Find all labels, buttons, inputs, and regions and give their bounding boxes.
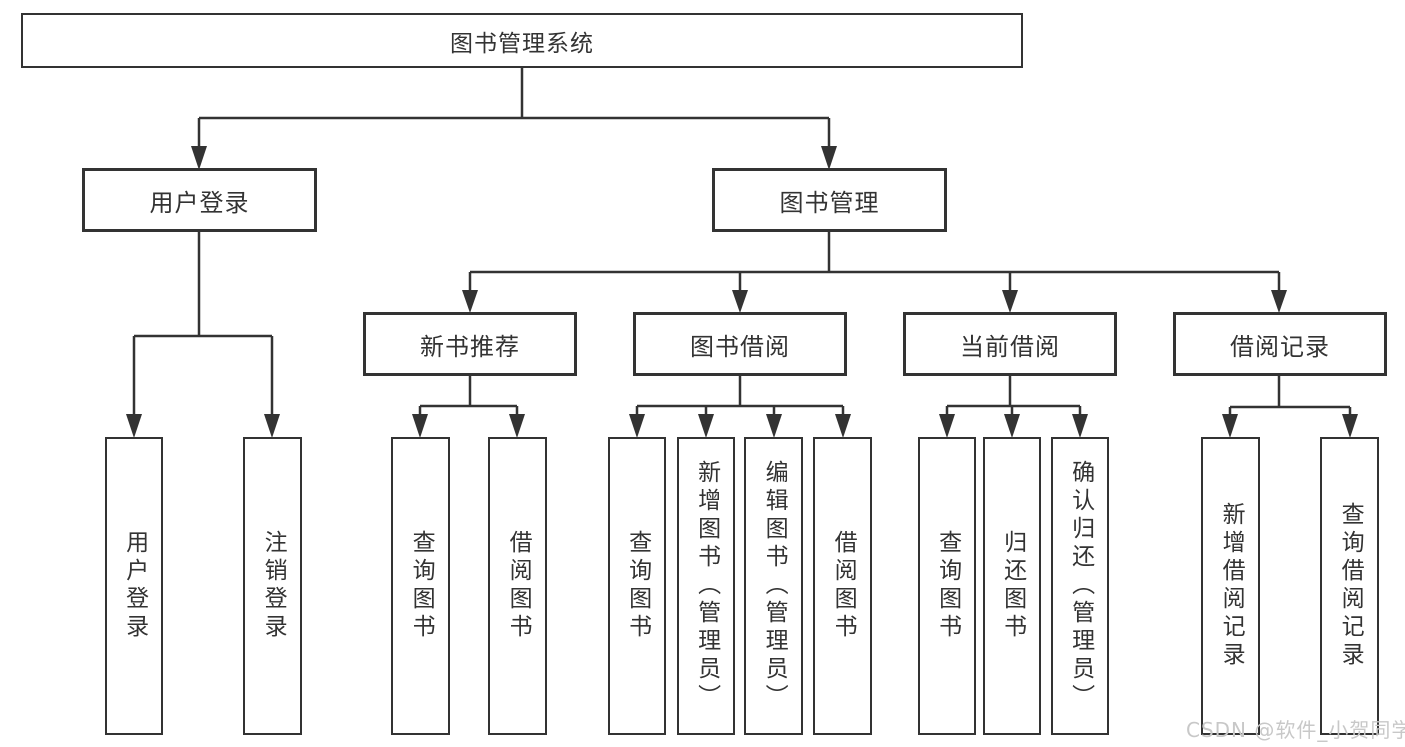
leaf-query-books-3: 查询图书 xyxy=(918,437,976,735)
node-new-book-recommend-label: 新书推荐 xyxy=(420,332,520,361)
node-borrow-records-label: 借阅记录 xyxy=(1230,332,1330,361)
connector-paths xyxy=(132,68,1352,421)
arrowheads xyxy=(126,146,1358,438)
leaf-edit-book-admin: 编辑图书（管理员） xyxy=(744,437,803,735)
leaf-query-borrow-record-label: 查询借阅记录 xyxy=(1337,502,1364,670)
node-current-borrow: 当前借阅 xyxy=(903,312,1117,376)
node-book-borrow-label: 图书借阅 xyxy=(690,332,790,361)
leaf-add-borrow-record: 新增借阅记录 xyxy=(1201,437,1260,735)
leaf-borrow-books-2: 借阅图书 xyxy=(813,437,872,735)
leaf-borrow-books-1-label: 借阅图书 xyxy=(505,530,532,642)
leaf-user-login: 用户登录 xyxy=(105,437,163,735)
node-book-management: 图书管理 xyxy=(712,168,947,232)
leaf-add-book-admin: 新增图书（管理员） xyxy=(677,437,735,735)
leaf-add-borrow-record-label: 新增借阅记录 xyxy=(1218,502,1245,670)
leaf-borrow-books-2-label: 借阅图书 xyxy=(830,530,857,642)
node-user-login-label: 用户登录 xyxy=(149,188,250,217)
node-current-borrow-label: 当前借阅 xyxy=(960,332,1060,361)
node-book-borrow: 图书借阅 xyxy=(633,312,847,376)
leaf-borrow-books-1: 借阅图书 xyxy=(488,437,547,735)
leaf-logout: 注销登录 xyxy=(243,437,302,735)
node-user-login: 用户登录 xyxy=(82,168,317,232)
leaf-query-borrow-record: 查询借阅记录 xyxy=(1320,437,1379,735)
leaf-edit-book-admin-label: 编辑图书（管理员） xyxy=(761,460,788,712)
csdn-watermark: CSDN @软件_小贺同学 xyxy=(1186,718,1405,742)
leaf-logout-label: 注销登录 xyxy=(260,530,287,642)
leaf-query-books-2: 查询图书 xyxy=(608,437,666,735)
leaf-query-books-2-label: 查询图书 xyxy=(624,530,651,642)
node-root-label: 图书管理系统 xyxy=(450,30,594,57)
leaf-return-book-label: 归还图书 xyxy=(999,530,1026,642)
leaf-query-books-1: 查询图书 xyxy=(391,437,450,735)
node-new-book-recommend: 新书推荐 xyxy=(363,312,577,376)
leaf-confirm-return-admin: 确认归还（管理员） xyxy=(1051,437,1109,735)
node-book-management-label: 图书管理 xyxy=(779,188,880,217)
leaf-query-books-1-label: 查询图书 xyxy=(408,530,435,642)
node-borrow-records: 借阅记录 xyxy=(1173,312,1387,376)
leaf-confirm-return-admin-label: 确认归还（管理员） xyxy=(1067,460,1094,712)
leaf-query-books-3-label: 查询图书 xyxy=(934,530,961,642)
leaf-add-book-admin-label: 新增图书（管理员） xyxy=(693,460,720,712)
leaf-return-book: 归还图书 xyxy=(983,437,1041,735)
node-root: 图书管理系统 xyxy=(21,13,1023,68)
leaf-user-login-label: 用户登录 xyxy=(121,530,148,642)
